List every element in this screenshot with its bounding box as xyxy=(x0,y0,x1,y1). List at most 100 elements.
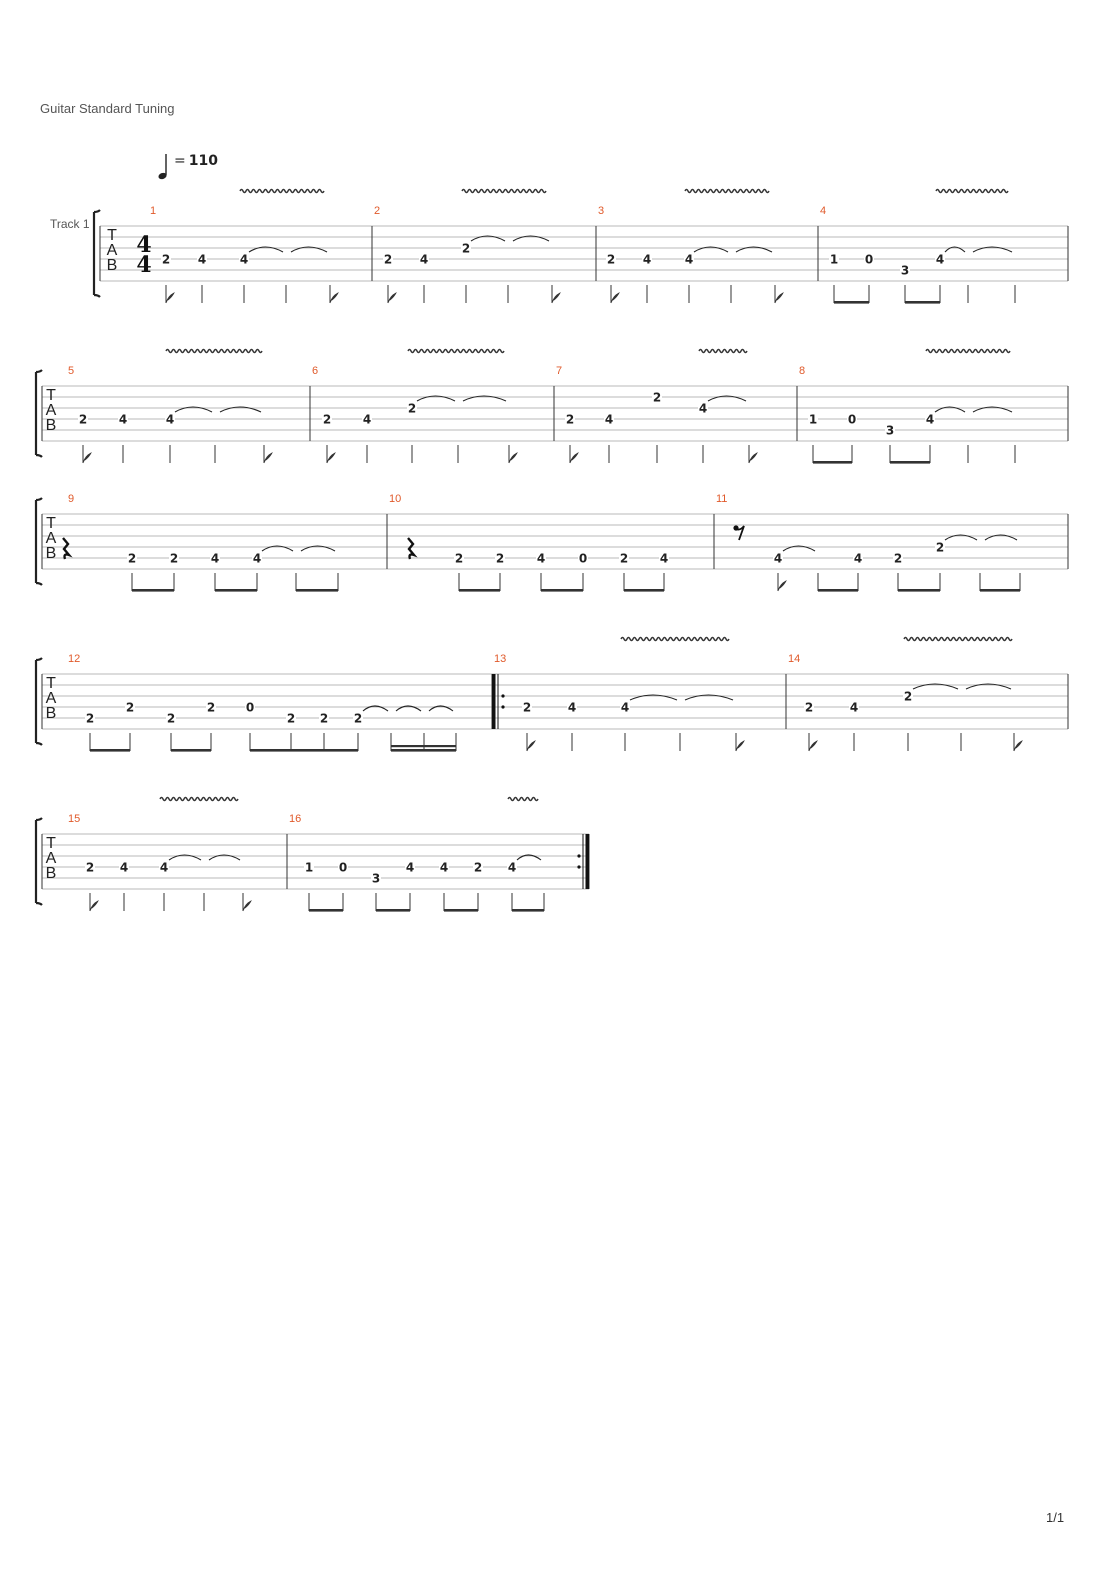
fret-number: 4 xyxy=(119,413,127,427)
fret-mask xyxy=(319,712,329,724)
fret-mask xyxy=(383,253,393,265)
fret-mask xyxy=(849,701,859,713)
fret-mask xyxy=(118,413,128,425)
fret-number: 4 xyxy=(420,253,428,267)
vibrato-mark xyxy=(620,636,730,642)
fret-number: 1 xyxy=(809,413,817,427)
fret-number: 4 xyxy=(508,861,516,875)
fret-number: 3 xyxy=(372,872,380,886)
fret-number: 2 xyxy=(620,552,628,566)
beam xyxy=(813,461,852,464)
vibrato-mark xyxy=(507,796,539,802)
fret-mask xyxy=(864,253,874,265)
eighth-flag xyxy=(89,900,99,912)
fret-number: 2 xyxy=(904,690,912,704)
fret-number: 4 xyxy=(605,413,613,427)
fret-mask xyxy=(454,552,464,564)
beam xyxy=(296,589,338,592)
staff-bracket xyxy=(34,497,43,586)
tie-arc xyxy=(912,683,959,690)
measure-number: 6 xyxy=(312,365,318,377)
vibrato-mark xyxy=(165,348,263,354)
fret-number: 2 xyxy=(523,701,531,715)
fret-number: 4 xyxy=(660,552,668,566)
tie-arc xyxy=(462,395,507,402)
eighth-flag xyxy=(1013,740,1023,752)
eighth-flag xyxy=(526,740,536,752)
fret-mask xyxy=(935,541,945,553)
tempo-value: 110 xyxy=(188,153,218,169)
fret-mask xyxy=(604,413,614,425)
tie-arc xyxy=(944,534,978,541)
tie-arc xyxy=(248,246,284,253)
repeat-end-thick xyxy=(585,834,589,889)
fret-mask xyxy=(642,253,652,265)
time-signature-top: 4 xyxy=(136,232,151,258)
tie-arc xyxy=(934,406,966,413)
fret-mask xyxy=(210,552,220,564)
measure-number: 10 xyxy=(389,493,401,505)
fret-mask xyxy=(127,552,137,564)
tie-arc xyxy=(362,705,389,712)
quarter-rest xyxy=(62,537,73,560)
beam xyxy=(444,909,478,912)
fret-number: 4 xyxy=(537,552,545,566)
measure-number: 13 xyxy=(494,653,506,665)
fret-number: 2 xyxy=(320,712,328,726)
eighth-flag xyxy=(774,292,784,304)
beam xyxy=(459,589,500,592)
eighth-flag xyxy=(569,452,579,464)
eighth-flag xyxy=(165,292,175,304)
fret-number: 2 xyxy=(354,712,362,726)
tie-arc xyxy=(290,246,328,253)
tie-arc xyxy=(208,854,241,861)
tie-arc xyxy=(782,545,816,552)
beam-16th xyxy=(391,745,456,748)
fret-mask xyxy=(885,424,895,436)
measure-number: 14 xyxy=(788,653,800,665)
repeat-dot xyxy=(577,865,581,869)
tie-arc xyxy=(972,246,1013,253)
fret-mask xyxy=(900,264,910,276)
fret-mask xyxy=(619,552,629,564)
fret-mask xyxy=(829,253,839,265)
measure-number: 7 xyxy=(556,365,562,377)
tie-arc xyxy=(395,705,422,712)
fret-number: 4 xyxy=(166,413,174,427)
fret-number: 4 xyxy=(253,552,261,566)
fret-number: 2 xyxy=(287,712,295,726)
tie-arc xyxy=(300,545,336,552)
tie-arc xyxy=(470,235,506,242)
tab-clef-letter: B xyxy=(46,417,57,434)
fret-number: 2 xyxy=(126,701,134,715)
fret-number: 2 xyxy=(384,253,392,267)
measure-number: 1 xyxy=(150,205,156,217)
beam xyxy=(376,909,410,912)
tab-clef-letter: A xyxy=(46,402,57,419)
fret-mask xyxy=(606,253,616,265)
fret-mask xyxy=(125,701,135,713)
tab-clef-letter: T xyxy=(46,675,56,692)
fret-number: 2 xyxy=(79,413,87,427)
beam xyxy=(512,909,544,912)
fret-number: 2 xyxy=(455,552,463,566)
fret-mask xyxy=(371,872,381,884)
beam xyxy=(132,589,174,592)
beam xyxy=(250,749,358,752)
repeat-dot xyxy=(577,854,581,858)
fret-number: 2 xyxy=(128,552,136,566)
repeat-dot xyxy=(501,705,505,709)
fret-number: 4 xyxy=(568,701,576,715)
beam xyxy=(541,589,583,592)
tie-arc xyxy=(428,705,454,712)
fret-mask xyxy=(165,413,175,425)
beam xyxy=(890,461,930,464)
fret-mask xyxy=(903,690,913,702)
fret-mask xyxy=(620,701,630,713)
fret-number: 2 xyxy=(496,552,504,566)
